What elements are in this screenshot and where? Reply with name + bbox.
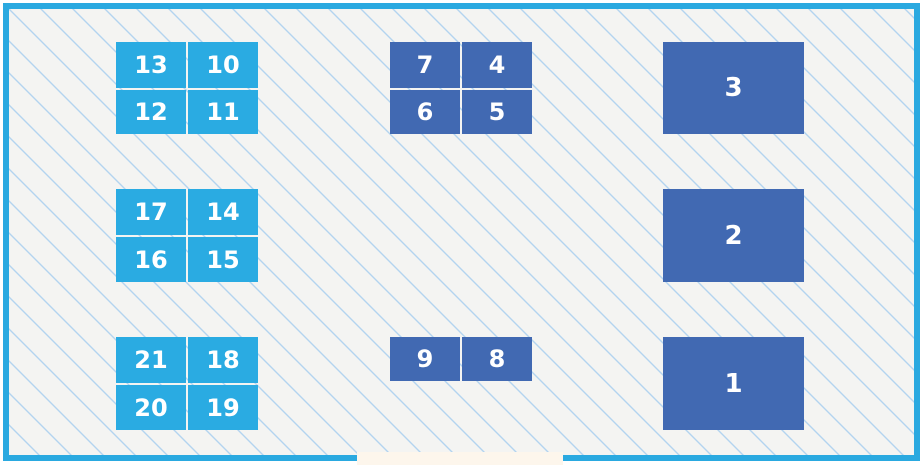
table-7[interactable] [390, 42, 460, 88]
table-10[interactable] [188, 42, 258, 88]
table-12[interactable] [116, 90, 186, 134]
table-2[interactable] [663, 189, 804, 282]
table-13[interactable] [116, 42, 186, 88]
table-8[interactable] [462, 337, 532, 381]
table-15[interactable] [188, 237, 258, 282]
table-14[interactable] [188, 189, 258, 235]
table-6[interactable] [390, 90, 460, 134]
table-20[interactable] [116, 385, 186, 430]
table-17[interactable] [116, 189, 186, 235]
table-3[interactable] [663, 42, 804, 134]
table-18[interactable] [188, 337, 258, 383]
table-9[interactable] [390, 337, 460, 381]
table-1[interactable] [663, 337, 804, 430]
table-11[interactable] [188, 90, 258, 134]
tables-layer [116, 42, 804, 430]
table-5[interactable] [462, 90, 532, 134]
table-21[interactable] [116, 337, 186, 383]
table-16[interactable] [116, 237, 186, 282]
entrance-door[interactable] [357, 452, 563, 465]
table-19[interactable] [188, 385, 258, 430]
table-4[interactable] [462, 42, 532, 88]
